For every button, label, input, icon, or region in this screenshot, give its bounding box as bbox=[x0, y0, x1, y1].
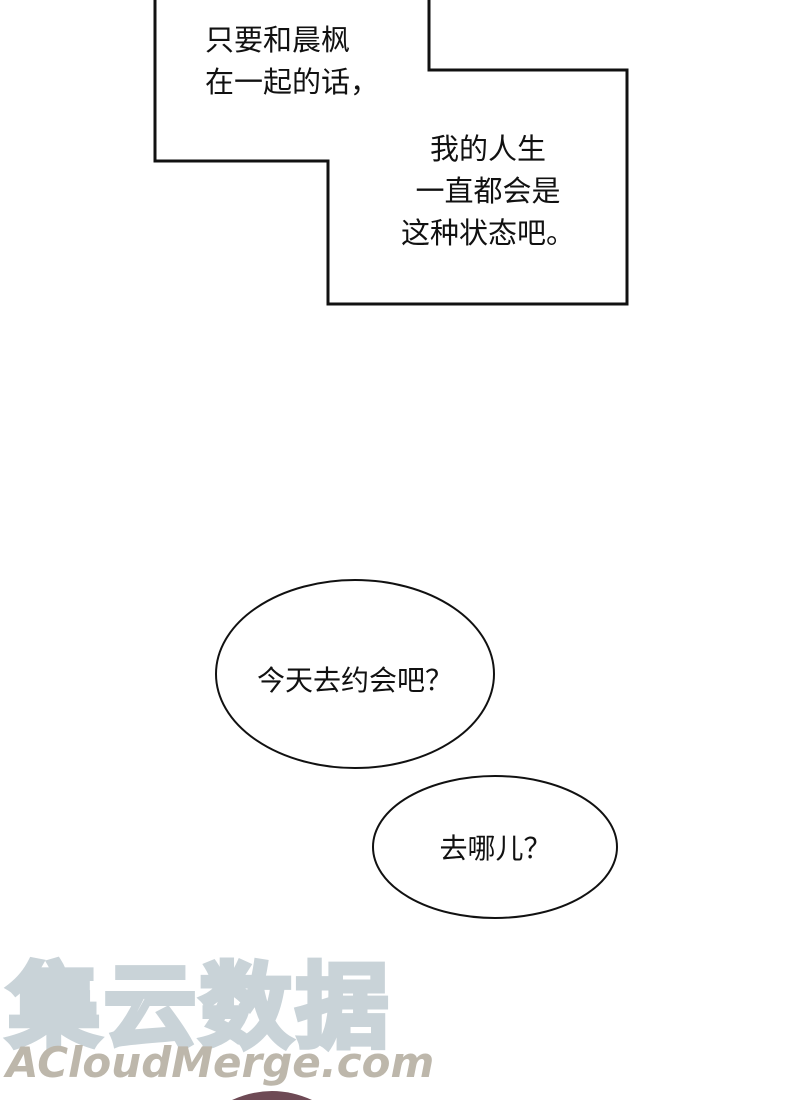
speech-bubble-1-text: 今天去约会吧？ bbox=[256, 664, 453, 697]
speech-bubble-1-outline bbox=[215, 579, 495, 769]
speech-bubble-2-outline bbox=[372, 775, 618, 919]
narration-box-outline bbox=[153, 0, 629, 306]
narration-text-bottom: 我的人生 一直都会是 这种状态吧。 bbox=[400, 132, 575, 250]
speech-bubble-2-text: 去哪儿？ bbox=[439, 832, 552, 865]
watermark-latin: ACloudMerge.com bbox=[6, 1038, 435, 1087]
character-hair-icon bbox=[232, 1091, 312, 1100]
watermark-chinese: 集云数据 bbox=[5, 954, 393, 1061]
narration-text-top: 只要和晨枫 在一起的话， bbox=[205, 23, 380, 99]
